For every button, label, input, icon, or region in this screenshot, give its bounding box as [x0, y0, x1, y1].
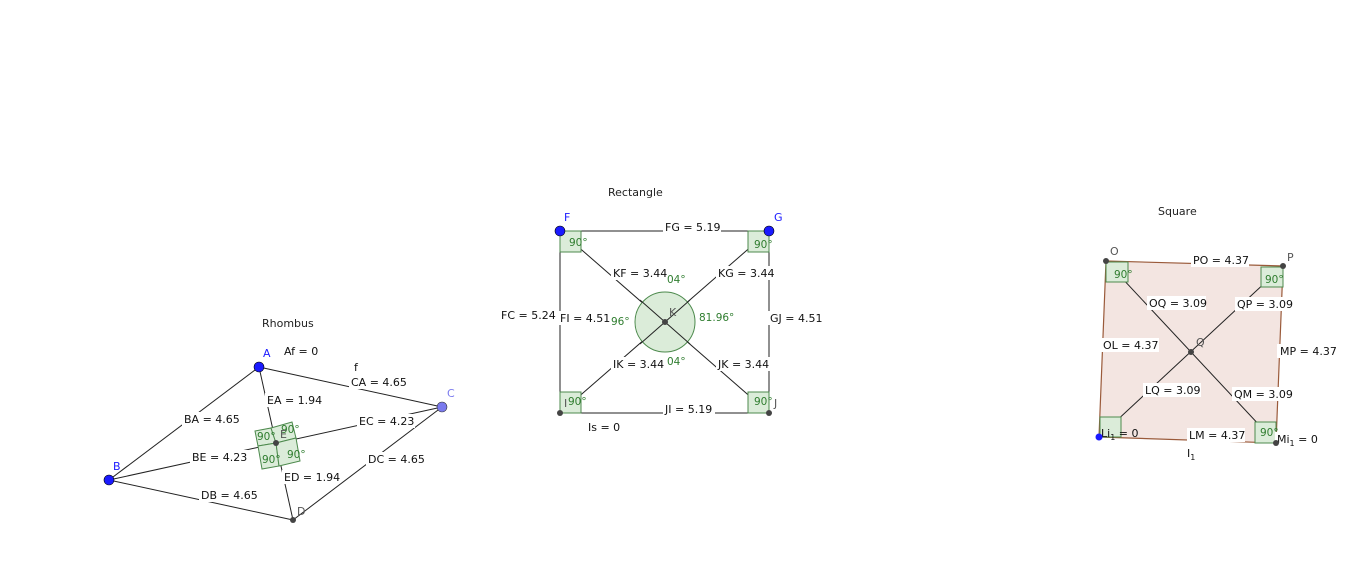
- rhombus-figure: Rhombus 90° 90° 90° 90° Af = 0 f CA = 4.…: [103, 317, 455, 523]
- measure-jk: JK = 3.44: [717, 358, 769, 371]
- measure-ed: ED = 1.94: [284, 471, 340, 484]
- measure-fg: FG = 5.19: [665, 221, 721, 234]
- angle-label: 96°: [611, 316, 630, 328]
- measure-af: Af = 0: [284, 345, 318, 358]
- square-figure: Square 90° 90° 90° PO = 4.37 OQ = 3.09 Q…: [1095, 205, 1337, 462]
- measure-kf: KF = 3.44: [613, 267, 667, 280]
- point-d-label: D: [297, 505, 305, 518]
- right-angle-i: [559, 391, 582, 414]
- angle-label: 04°: [667, 274, 686, 286]
- square-title: Square: [1158, 205, 1197, 218]
- right-angle-g: [747, 230, 770, 253]
- measure-fc: FC = 5.24: [501, 309, 556, 322]
- measure-ji: JI = 5.19: [664, 403, 712, 416]
- measure-be: BE = 4.23: [192, 451, 247, 464]
- point-q: [1188, 349, 1194, 355]
- measure-dc: DC = 4.65: [368, 453, 425, 466]
- angle-label: 90°: [568, 396, 587, 408]
- measure-mi: Mi1 = 0: [1277, 433, 1318, 448]
- angle-label: 90°: [754, 239, 773, 251]
- point-m: [1273, 440, 1279, 446]
- angle-label: 90°: [257, 431, 276, 443]
- measure-ea: EA = 1.94: [267, 394, 322, 407]
- point-g-label: G: [774, 211, 783, 224]
- measure-kg: KG = 3.44: [718, 267, 774, 280]
- angle-label: 90°: [754, 396, 773, 408]
- measure-fi: FI = 4.51: [560, 312, 610, 325]
- angle-label: 90°: [287, 449, 306, 461]
- measure-ik: IK = 3.44: [613, 358, 664, 371]
- point-k: [662, 319, 668, 325]
- point-b[interactable]: [103, 474, 115, 486]
- measure-ba: BA = 4.65: [184, 413, 240, 426]
- measure-db: DB = 4.65: [201, 489, 258, 502]
- right-angle-p: [1260, 266, 1284, 288]
- point-b-label: B: [113, 460, 121, 473]
- point-e: [273, 440, 279, 446]
- angle-label: 81.96°: [699, 312, 734, 324]
- measure-is: Is = 0: [588, 421, 620, 434]
- rectangle-title: Rectangle: [608, 186, 663, 199]
- point-i: [557, 410, 563, 416]
- measure-po: PO = 4.37: [1193, 254, 1249, 267]
- label-i1: I1: [1187, 447, 1195, 462]
- angle-label: 04°: [667, 356, 686, 368]
- measure-oq: OQ = 3.09: [1149, 297, 1207, 310]
- point-p: [1280, 263, 1286, 269]
- point-c-label: C: [447, 387, 455, 400]
- rhombus-right-angle-markers: [254, 421, 301, 470]
- angle-label: 90°: [569, 237, 588, 249]
- right-angle-f: [559, 230, 582, 253]
- point-c[interactable]: [436, 401, 448, 413]
- rhombus-title: Rhombus: [262, 317, 314, 330]
- point-a-label: A: [263, 347, 271, 360]
- point-p-label: P: [1287, 251, 1294, 264]
- point-o-label: O: [1110, 245, 1119, 258]
- right-angle-l: [1099, 416, 1122, 438]
- measure-lq: LQ = 3.09: [1145, 384, 1201, 397]
- measure-mp: MP = 4.37: [1280, 345, 1337, 358]
- point-a[interactable]: [253, 361, 265, 373]
- point-i-label: I: [564, 397, 567, 410]
- angle-label: 90°: [1114, 269, 1133, 281]
- measure-ec: EC = 4.23: [359, 415, 414, 428]
- right-angle-j: [747, 391, 770, 414]
- measure-ol: OL = 4.37: [1103, 339, 1159, 352]
- point-j: [766, 410, 772, 416]
- point-j-label: J: [773, 397, 777, 410]
- point-k-label: K: [669, 306, 677, 319]
- point-e-label: E: [280, 428, 287, 441]
- measure-ca: CA = 4.65: [351, 376, 407, 389]
- angle-label: 90°: [281, 424, 300, 436]
- angle-label: 90°: [1260, 427, 1279, 439]
- measure-qm: QM = 3.09: [1234, 388, 1293, 401]
- point-d: [290, 517, 296, 523]
- point-f[interactable]: [554, 225, 566, 237]
- point-q-label: Q: [1196, 336, 1205, 349]
- measure-qp: QP = 3.09: [1237, 298, 1293, 311]
- right-angle-o: [1105, 261, 1129, 283]
- point-o: [1103, 258, 1109, 264]
- measure-gj: GJ = 4.51: [770, 312, 822, 325]
- measure-f: f: [354, 361, 359, 374]
- rectangle-figure: Rectangle 90° 90° 90° 90° 04° 96° 81.96°…: [501, 186, 824, 434]
- point-l[interactable]: [1095, 433, 1103, 441]
- angle-label: 90°: [1265, 274, 1284, 286]
- angle-label: 90°: [262, 454, 281, 466]
- measure-lm: LM = 4.37: [1189, 429, 1245, 442]
- measure-li: Li1 = 0: [1101, 427, 1139, 442]
- point-g[interactable]: [763, 225, 775, 237]
- point-f-label: F: [564, 211, 570, 224]
